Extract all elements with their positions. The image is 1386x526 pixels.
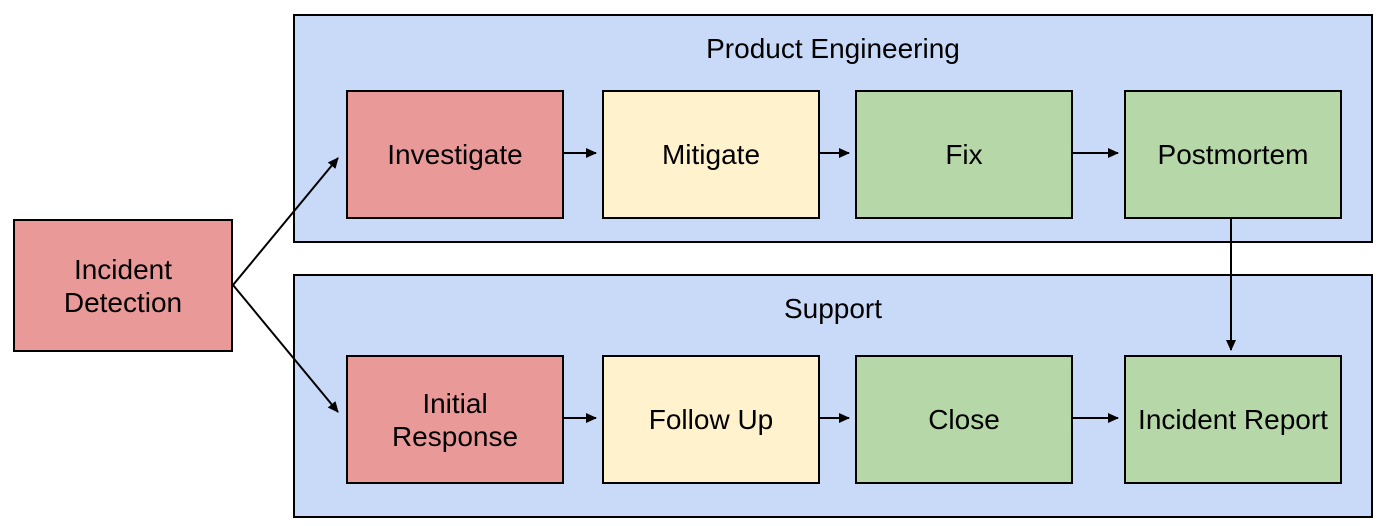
node-incident-detection-label: Incident Detection (63, 253, 183, 318)
node-investigate-label: Investigate (387, 139, 523, 170)
node-follow-up-label: Follow Up (648, 404, 774, 435)
node-incident-detection: Incident Detection (13, 219, 233, 352)
lane-product-engineering-title: Product Engineering (706, 33, 960, 64)
node-postmortem-label: Postmortem (1157, 139, 1309, 170)
node-incident-report-label: Incident Report (1138, 404, 1328, 435)
node-incident-report: Incident Report (1124, 355, 1342, 484)
node-close: Close (855, 355, 1073, 484)
node-fix: Fix (855, 90, 1073, 219)
lane-support: Support Initial Response Follow Up Close… (293, 274, 1373, 518)
node-follow-up: Follow Up (602, 355, 820, 484)
node-close-label: Close (928, 404, 1000, 435)
node-investigate: Investigate (346, 90, 564, 219)
node-initial-response: Initial Response (346, 355, 564, 484)
node-postmortem: Postmortem (1124, 90, 1342, 219)
node-fix-label: Fix (945, 139, 983, 170)
node-mitigate: Mitigate (602, 90, 820, 219)
node-mitigate-label: Mitigate (661, 139, 761, 170)
node-initial-response-label: Initial Response (391, 387, 519, 452)
lane-product-engineering: Product Engineering Investigate Mitigate… (293, 14, 1373, 243)
lane-support-title: Support (783, 293, 883, 324)
